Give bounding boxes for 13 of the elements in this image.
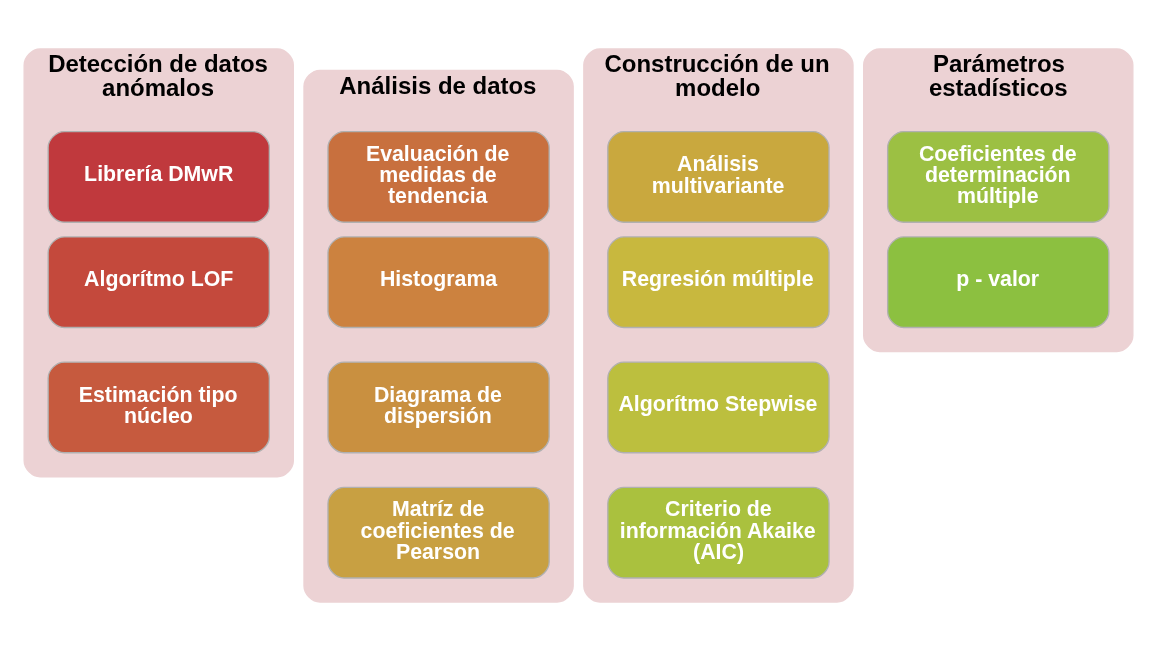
node-box: Evaluación de medidas de tendencia xyxy=(327,130,550,223)
node-box: Librería DMwR xyxy=(47,130,270,223)
node-box: Análisis multivariante xyxy=(607,130,830,223)
node-box: Algorítmo Stepwise xyxy=(607,361,830,453)
node-box: Diagrama de dispersión xyxy=(327,361,550,453)
node-box: Coeficientes de determinación múltiple xyxy=(887,130,1110,223)
node-box: Histograma xyxy=(327,235,550,328)
node-box: p - valor xyxy=(887,235,1110,328)
node-box: Algorítmo LOF xyxy=(47,235,270,328)
node-box: Criterio de información Akaike (AIC) xyxy=(607,486,830,579)
node-box: Matríz de coeficientes de Pearson xyxy=(327,486,550,579)
node-box: Regresión múltiple xyxy=(607,235,830,328)
node-box: Estimación tipo núcleo xyxy=(47,361,270,453)
